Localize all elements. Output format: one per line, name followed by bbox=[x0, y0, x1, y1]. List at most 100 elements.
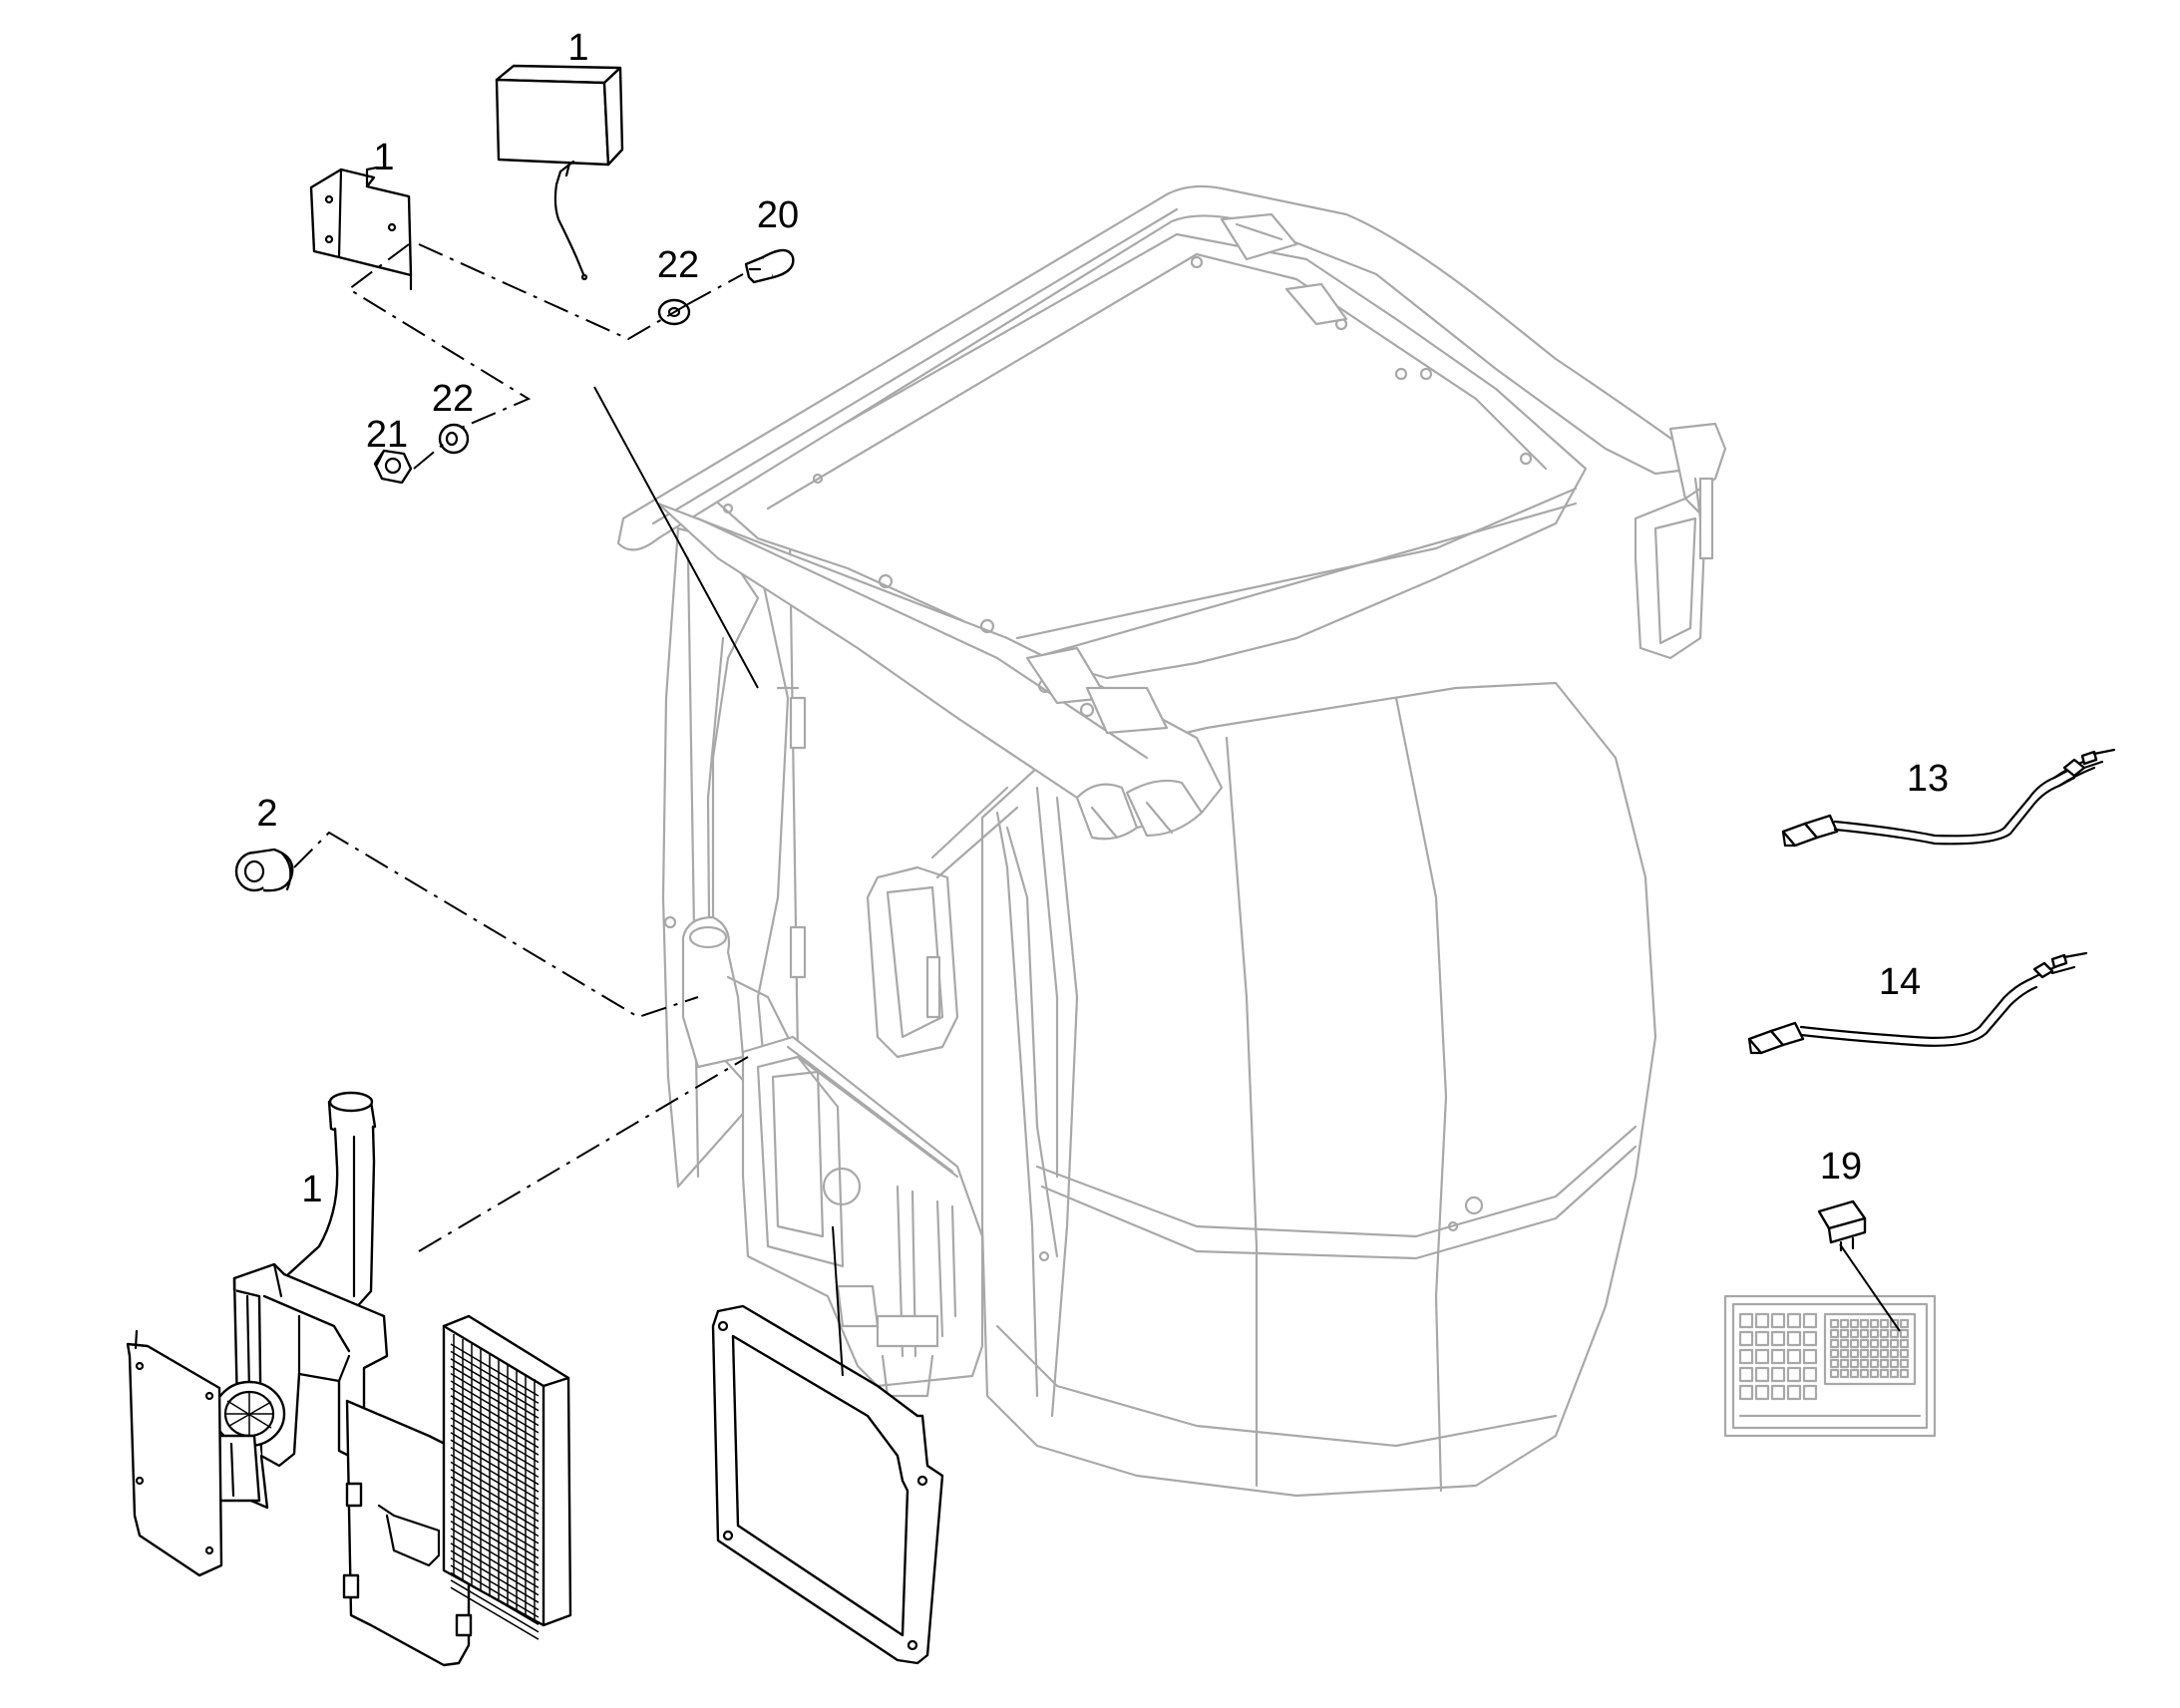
relay-slot bbox=[1839, 1358, 1850, 1369]
callout-13: 13 bbox=[1907, 758, 1949, 800]
relay-slot bbox=[1869, 1348, 1880, 1359]
filter-pleat bbox=[450, 1424, 540, 1479]
filter-pleat bbox=[450, 1343, 540, 1397]
relay-slot bbox=[1869, 1368, 1880, 1379]
relay-slot bbox=[1899, 1358, 1910, 1369]
filter-pleat bbox=[450, 1417, 540, 1471]
relay-slot bbox=[1869, 1338, 1880, 1349]
cab-roof bbox=[616, 184, 1697, 841]
fuse-slot bbox=[1770, 1366, 1786, 1383]
callout-14: 14 bbox=[1879, 961, 1921, 1003]
relay-slot bbox=[1839, 1338, 1850, 1349]
relay-slot bbox=[1869, 1318, 1880, 1329]
cab-left-mirror bbox=[866, 786, 1019, 1059]
relay-slot bbox=[1829, 1368, 1840, 1379]
filter-pleat bbox=[450, 1506, 540, 1559]
relay-slot bbox=[1849, 1358, 1860, 1369]
relay-slot bbox=[1889, 1328, 1900, 1339]
part-heater-assembly bbox=[126, 1091, 474, 1667]
cab-side-window bbox=[995, 786, 1059, 1398]
filter-pleat bbox=[450, 1469, 540, 1523]
fuse-slot bbox=[1754, 1330, 1770, 1347]
fuse-slot bbox=[1738, 1384, 1754, 1401]
filter-pleat bbox=[450, 1402, 540, 1456]
fuse-slot bbox=[1754, 1384, 1770, 1401]
fuse-slot bbox=[1754, 1366, 1770, 1383]
relay-slot bbox=[1859, 1338, 1870, 1349]
relay-slot bbox=[1869, 1328, 1880, 1339]
filter-pleat bbox=[450, 1372, 540, 1427]
relay-slot bbox=[1849, 1318, 1860, 1329]
fuse-slot bbox=[1802, 1330, 1818, 1347]
fuse-slot bbox=[1770, 1312, 1786, 1329]
fuse-slot bbox=[1738, 1312, 1754, 1329]
filter-pleat bbox=[450, 1409, 540, 1464]
relay-slot bbox=[1859, 1328, 1870, 1339]
part-washer-bottom bbox=[438, 423, 470, 455]
part-bolt bbox=[744, 248, 795, 284]
filter-pleat bbox=[450, 1528, 540, 1581]
relay-slot bbox=[1849, 1348, 1860, 1359]
fuse-slot bbox=[1802, 1384, 1818, 1401]
filter-pleat bbox=[450, 1491, 540, 1544]
filter-pleat bbox=[450, 1586, 540, 1640]
leader-lines bbox=[593, 386, 1901, 1377]
relay-slot bbox=[1839, 1328, 1850, 1339]
relay-slot bbox=[1829, 1328, 1840, 1339]
filter-pleat bbox=[450, 1387, 540, 1442]
relay-slot bbox=[1889, 1318, 1900, 1329]
relay-slot bbox=[1839, 1368, 1850, 1379]
callout-2: 2 bbox=[256, 793, 277, 835]
fuse-slot bbox=[1786, 1312, 1802, 1329]
callout-19: 19 bbox=[1820, 1146, 1862, 1188]
filter-pleat bbox=[450, 1365, 540, 1419]
fuse-box-grid bbox=[1738, 1312, 1910, 1401]
part-harness-13 bbox=[1781, 748, 2116, 848]
cab-body bbox=[980, 681, 1657, 1498]
filter-pleat bbox=[450, 1483, 540, 1537]
fuse-slot bbox=[1738, 1348, 1754, 1365]
fuse-slot bbox=[1770, 1348, 1786, 1365]
relay-slot bbox=[1859, 1368, 1870, 1379]
relay-slot bbox=[1889, 1348, 1900, 1359]
filter-pleat bbox=[450, 1542, 540, 1596]
filter-pleat bbox=[450, 1520, 540, 1574]
filter-pleat bbox=[450, 1446, 540, 1501]
relay-slot bbox=[1879, 1348, 1890, 1359]
relay-slot bbox=[1849, 1338, 1860, 1349]
callout-1-bracket: 1 bbox=[373, 137, 394, 178]
fuse-slot bbox=[1786, 1348, 1802, 1365]
fuse-slot bbox=[1802, 1348, 1818, 1365]
fuse-slot bbox=[1802, 1366, 1818, 1383]
cab-rear-hvac-housing bbox=[741, 1035, 984, 1398]
relay-slot bbox=[1859, 1348, 1870, 1359]
relay-slot bbox=[1859, 1358, 1870, 1369]
filter-pleat bbox=[450, 1380, 540, 1434]
filter-pleat bbox=[450, 1439, 540, 1493]
filter-pleat bbox=[450, 1454, 540, 1508]
relay-slot bbox=[1899, 1338, 1910, 1349]
relay-slot bbox=[1849, 1328, 1860, 1339]
part-control-box bbox=[495, 64, 624, 281]
filter-pleats bbox=[450, 1334, 540, 1640]
filter-pleat bbox=[450, 1432, 540, 1486]
filter-pleat bbox=[450, 1571, 540, 1626]
relay-slot bbox=[1829, 1338, 1840, 1349]
filter-pleat bbox=[450, 1549, 540, 1603]
part-bracket bbox=[309, 166, 413, 291]
fuse-slot bbox=[1754, 1348, 1770, 1365]
relay-slot bbox=[1829, 1348, 1840, 1359]
filter-pleat bbox=[450, 1579, 540, 1633]
relay-slot bbox=[1889, 1338, 1900, 1349]
relay-slot bbox=[1879, 1338, 1890, 1349]
relay-slot bbox=[1859, 1318, 1870, 1329]
filter-pleat bbox=[450, 1556, 540, 1611]
filter-pleat bbox=[450, 1395, 540, 1449]
relay-slot bbox=[1839, 1348, 1850, 1359]
fuse-slot bbox=[1802, 1312, 1818, 1329]
relay-slot bbox=[1899, 1368, 1910, 1379]
relay-slot bbox=[1829, 1358, 1840, 1369]
relay-slot bbox=[1899, 1328, 1910, 1339]
relay-slot bbox=[1879, 1328, 1890, 1339]
fuse-slot bbox=[1770, 1330, 1786, 1347]
